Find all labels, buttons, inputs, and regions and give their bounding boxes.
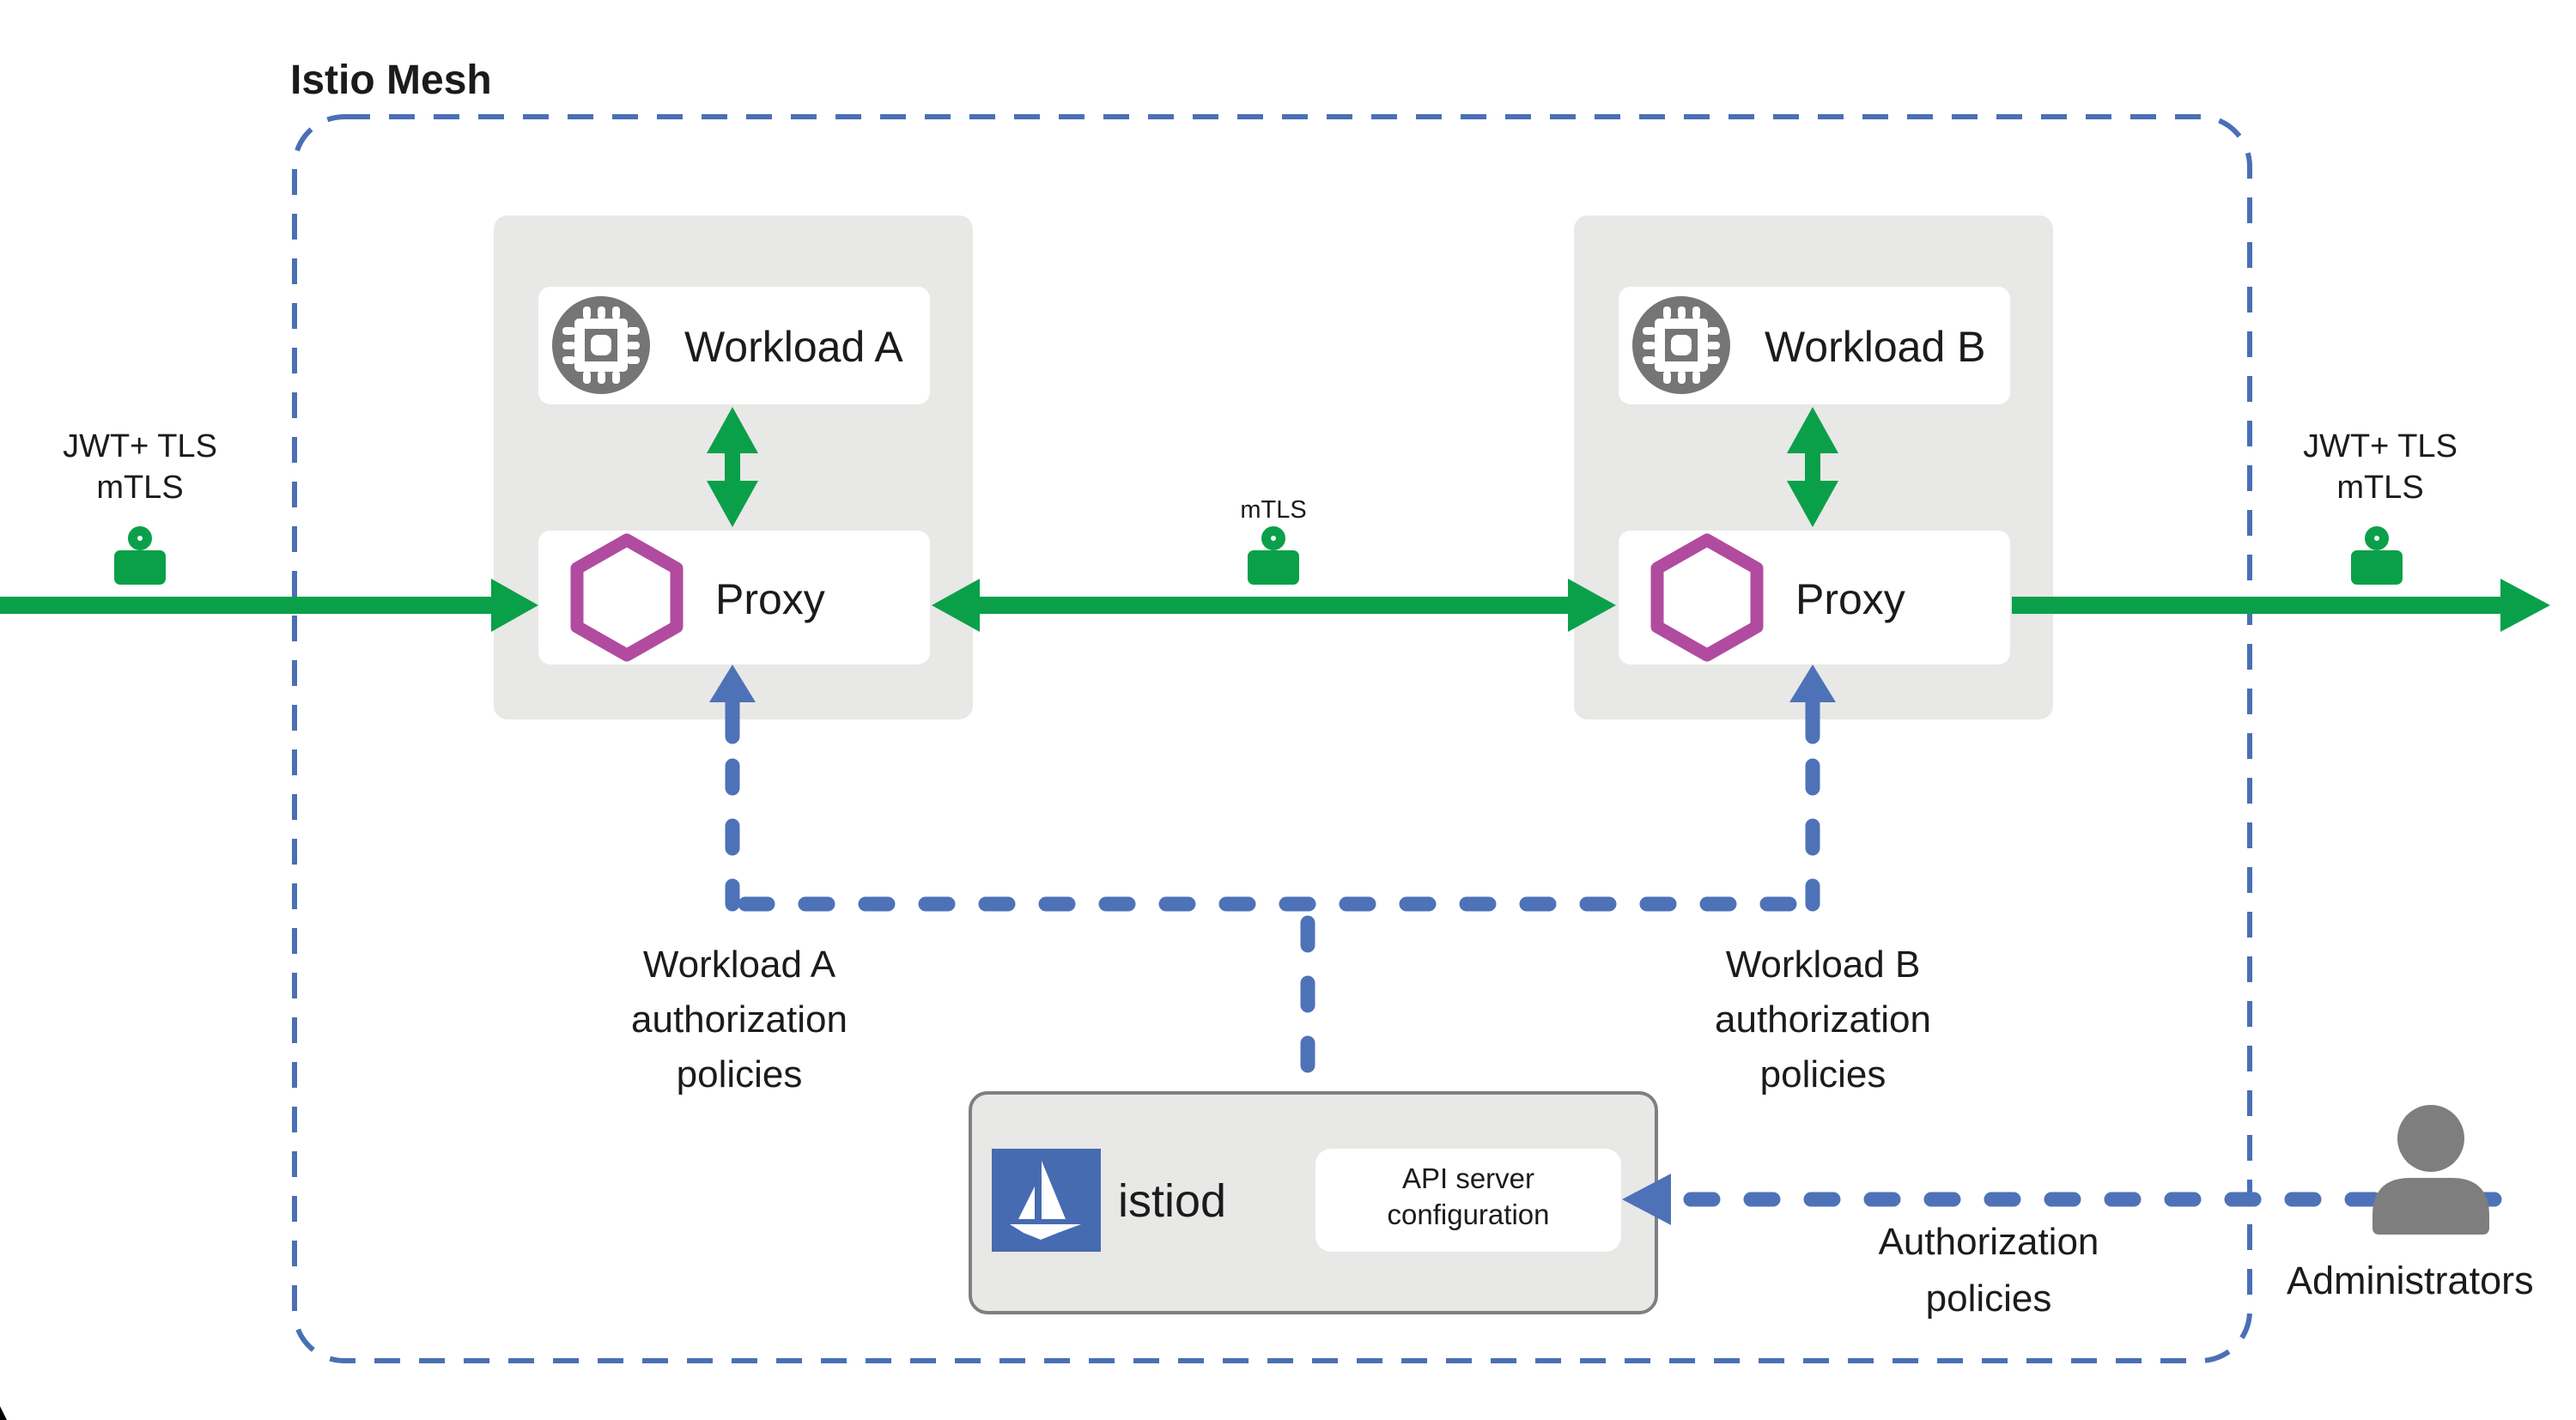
jwt-tls-label-right: JWT+ TLS mTLS: [2303, 428, 2458, 506]
mtls-arrow-middle: [932, 579, 1616, 632]
lock-icon: [114, 526, 166, 585]
istio-mesh-title: Istio Mesh: [290, 58, 492, 103]
corner-artifact: [0, 1406, 7, 1420]
jwt-tls-label-left: JWT+ TLS mTLS: [63, 428, 217, 506]
lock-icon: [1248, 526, 1299, 585]
mtls-label: mTLS: [1240, 496, 1307, 524]
istiod-label: istiod: [1118, 1175, 1227, 1227]
authorization-policies-label: Authorization policies: [1878, 1221, 2099, 1320]
api-server-config-label: API server configuration: [1387, 1162, 1550, 1230]
locks: [114, 526, 2403, 585]
proxy-b-label: Proxy: [1795, 575, 1905, 623]
workload-b-label: Workload B: [1765, 323, 1986, 371]
proxy-a-label: Proxy: [715, 575, 825, 623]
ingress-arrow-left: [0, 579, 538, 632]
person-icon: [2372, 1105, 2489, 1235]
workload-a-policies-label: Workload A authorization policies: [631, 944, 848, 1095]
workload-a-label: Workload A: [684, 323, 903, 371]
lock-icon: [2351, 526, 2403, 585]
administrators-label: Administrators: [2287, 1259, 2534, 1302]
egress-arrow-right: [2012, 579, 2550, 632]
workload-b-policies-label: Workload B authorization policies: [1715, 944, 1931, 1095]
